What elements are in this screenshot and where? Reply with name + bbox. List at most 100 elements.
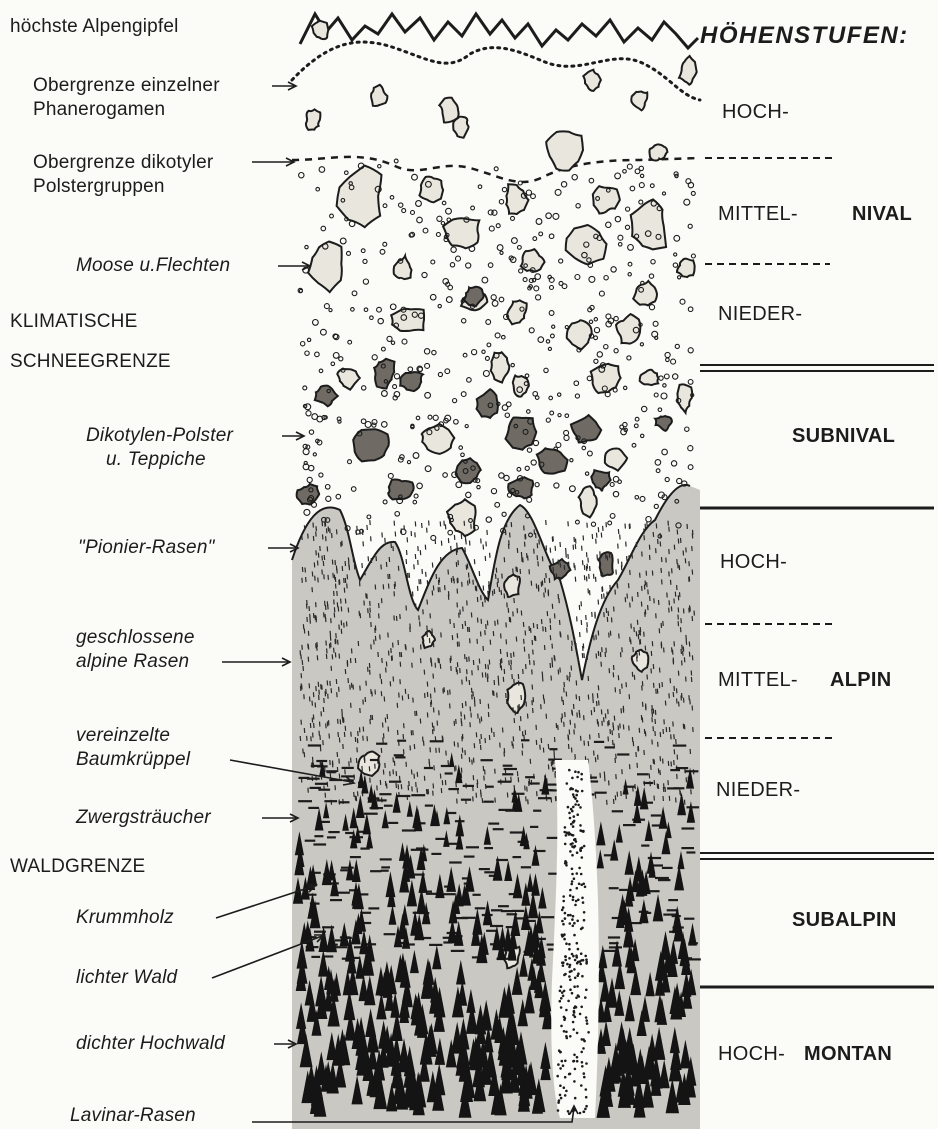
rock-patch xyxy=(371,85,387,106)
label-pioneer-turf: "Pionier-Rasen" xyxy=(78,536,215,559)
avalanche-turf-dot xyxy=(585,1062,588,1065)
gravel-speck xyxy=(628,273,631,276)
avalanche-turf-dot xyxy=(563,1030,566,1033)
dicot-cushion xyxy=(537,448,568,473)
label-open-forest: lichter Wald xyxy=(76,966,177,989)
avalanche-turf-dot xyxy=(583,845,586,848)
rock-patch xyxy=(513,376,529,397)
gravel-speck xyxy=(416,201,422,207)
gravel-speck xyxy=(642,406,647,411)
gravel-speck xyxy=(526,190,531,195)
avalanche-turf-dot xyxy=(565,942,568,945)
avalanche-turf-dot xyxy=(564,959,567,962)
gravel-speck xyxy=(527,497,532,502)
avalanche-turf-dot xyxy=(584,1108,587,1111)
gravel-speck xyxy=(340,238,346,244)
gravel-speck xyxy=(303,449,309,455)
zone-alpin: ALPIN xyxy=(830,668,892,692)
gravel-speck xyxy=(539,232,543,236)
avalanche-turf-dot xyxy=(572,821,575,824)
gravel-speck xyxy=(462,319,466,323)
dicot-cushion xyxy=(655,416,672,431)
gravel-speck xyxy=(453,399,457,403)
avalanche-turf-dot xyxy=(558,1049,561,1052)
label-climatic-snowline-2: SCHNEEGRENZE xyxy=(10,350,171,373)
gravel-speck xyxy=(402,209,406,213)
gravel-speck xyxy=(570,486,576,492)
gravel-speck xyxy=(559,259,563,263)
label-dwarf-shrubs: Zwergsträucher xyxy=(76,806,211,829)
label-phanerogam-limit-2: Phanerogamen xyxy=(33,98,165,121)
gravel-speck xyxy=(467,378,472,383)
avalanche-turf-dot xyxy=(574,797,577,800)
avalanche-turf-dot xyxy=(571,873,574,876)
gravel-speck xyxy=(550,411,554,415)
gravel-speck xyxy=(564,430,569,435)
rock-patch xyxy=(419,177,443,203)
label-dicot-cushions-2: u. Teppiche xyxy=(106,448,206,471)
gravel-speck xyxy=(414,494,418,498)
gravel-speck xyxy=(349,221,355,227)
gravel-speck xyxy=(561,182,566,187)
avalanche-turf-dot xyxy=(581,1061,584,1064)
gravel-speck xyxy=(680,299,685,304)
zone-nival-hoch: HOCH- xyxy=(722,100,789,124)
avalanche-turf-dot xyxy=(572,793,575,796)
gravel-speck xyxy=(570,459,573,462)
avalanche-turf-dot xyxy=(573,968,576,971)
gravel-speck xyxy=(326,496,331,501)
gravel-speck xyxy=(348,460,352,464)
gravel-speck xyxy=(438,372,442,376)
gravel-speck xyxy=(620,425,624,429)
gravel-speck xyxy=(345,171,349,175)
gravel-speck xyxy=(684,199,690,205)
avalanche-turf-dot xyxy=(573,985,576,988)
gravel-speck xyxy=(432,350,436,354)
gravel-speck xyxy=(507,493,511,497)
gravel-speck xyxy=(576,520,580,524)
avalanche-turf-dot xyxy=(562,906,565,909)
dicot-cushion xyxy=(477,389,498,418)
gravel-speck xyxy=(671,359,676,364)
avalanche-turf-dot xyxy=(562,995,565,998)
gravel-speck xyxy=(591,522,595,526)
gravel-speck xyxy=(497,245,503,251)
avalanche-turf-dot xyxy=(572,896,575,899)
rock-patch xyxy=(306,109,320,129)
avalanche-turf-dot xyxy=(571,842,574,845)
gravel-speck xyxy=(685,427,689,431)
gravel-speck xyxy=(482,277,488,283)
avalanche-turf-dot xyxy=(574,977,577,980)
avalanche-turf-dot xyxy=(563,1016,566,1019)
gravel-speck xyxy=(319,473,323,477)
gravel-speck xyxy=(675,344,679,348)
gravel-speck xyxy=(523,278,527,282)
gravel-speck xyxy=(304,461,307,464)
gravel-speck xyxy=(608,521,612,525)
zone-alpin-nieder: NIEDER- xyxy=(716,778,800,802)
avalanche-turf-dot xyxy=(578,995,581,998)
gravel-speck xyxy=(299,289,302,292)
gravel-speck xyxy=(604,276,608,280)
gravel-speck xyxy=(654,393,658,397)
gravel-speck xyxy=(380,249,385,254)
gravel-speck xyxy=(489,226,494,231)
gravel-speck xyxy=(324,304,329,309)
gravel-speck xyxy=(639,166,643,170)
gravel-speck xyxy=(688,182,693,187)
avalanche-turf-dot xyxy=(584,886,587,889)
gravel-speck xyxy=(575,394,579,398)
gravel-speck xyxy=(313,453,316,456)
avalanche-turf-dot xyxy=(579,963,582,966)
gravel-speck xyxy=(614,349,618,353)
gravel-speck xyxy=(558,414,561,417)
gravel-speck xyxy=(556,443,561,448)
gravel-speck xyxy=(422,272,427,277)
gravel-speck xyxy=(610,483,614,487)
gravel-speck xyxy=(589,276,595,282)
gravel-speck xyxy=(417,217,423,223)
avalanche-turf-dot xyxy=(587,1031,590,1034)
gravel-speck xyxy=(309,430,313,434)
gravel-speck xyxy=(491,489,496,494)
gravel-speck xyxy=(333,353,339,359)
